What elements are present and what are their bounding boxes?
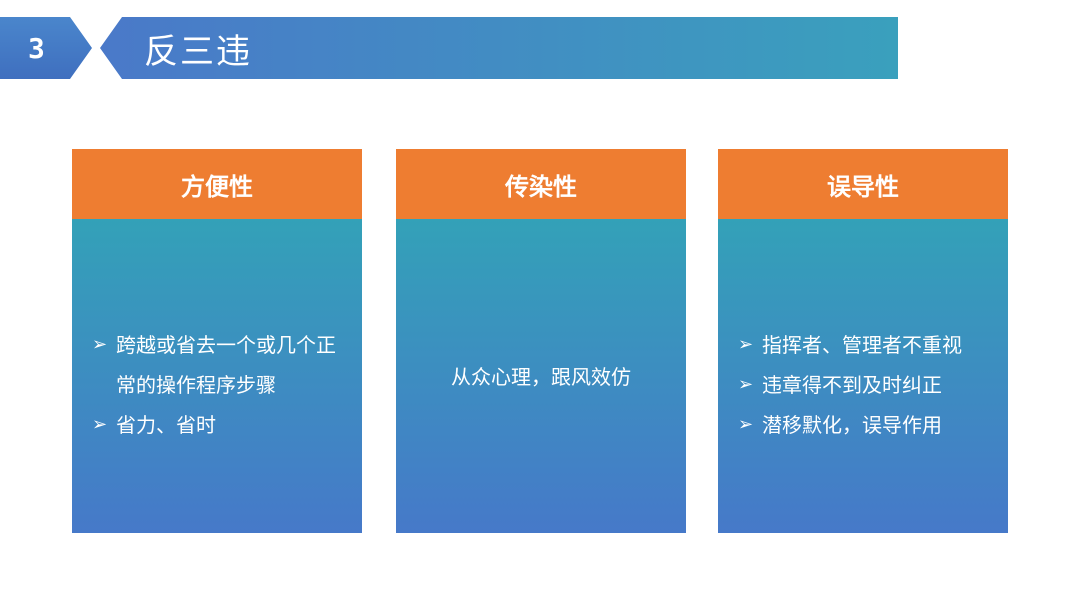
- card-body: ➢ 跨越或省去一个或几个正常的操作程序步骤 ➢ 省力、省时: [72, 219, 362, 533]
- bullet-list: ➢ 指挥者、管理者不重视 ➢ 违章得不到及时纠正 ➢ 潜移默化，误导作用: [738, 325, 996, 445]
- card-heading: 传染性: [396, 149, 686, 219]
- title-bar: 反三违: [100, 17, 898, 79]
- card-text: 从众心理，跟风效仿: [451, 365, 631, 389]
- arrow-bullet-icon: ➢: [738, 374, 754, 395]
- card-heading: 误导性: [718, 149, 1008, 219]
- list-item: ➢ 省力、省时: [92, 405, 350, 445]
- arrow-bullet-icon: ➢: [92, 334, 108, 355]
- card-convenience: 方便性 ➢ 跨越或省去一个或几个正常的操作程序步骤 ➢ 省力、省时: [72, 149, 362, 533]
- list-item: ➢ 违章得不到及时纠正: [738, 365, 996, 405]
- bullet-list: ➢ 跨越或省去一个或几个正常的操作程序步骤 ➢ 省力、省时: [92, 325, 350, 445]
- card-body: ➢ 指挥者、管理者不重视 ➢ 违章得不到及时纠正 ➢ 潜移默化，误导作用: [718, 219, 1008, 533]
- arrow-bullet-icon: ➢: [738, 334, 754, 355]
- card-heading: 方便性: [72, 149, 362, 219]
- page-title: 反三违: [144, 31, 252, 72]
- card-misleading: 误导性 ➢ 指挥者、管理者不重视 ➢ 违章得不到及时纠正 ➢ 潜移默化，误导作用: [718, 149, 1008, 533]
- arrow-bullet-icon: ➢: [738, 414, 754, 435]
- list-item: ➢ 潜移默化，误导作用: [738, 405, 996, 445]
- arrow-bullet-icon: ➢: [92, 414, 108, 435]
- section-number: 3: [28, 31, 45, 65]
- list-item: ➢ 跨越或省去一个或几个正常的操作程序步骤: [92, 325, 350, 405]
- section-number-badge: 3: [0, 17, 92, 79]
- card-body: 从众心理，跟风效仿: [396, 219, 686, 533]
- list-item: ➢ 指挥者、管理者不重视: [738, 325, 996, 365]
- card-contagious: 传染性 从众心理，跟风效仿: [396, 149, 686, 533]
